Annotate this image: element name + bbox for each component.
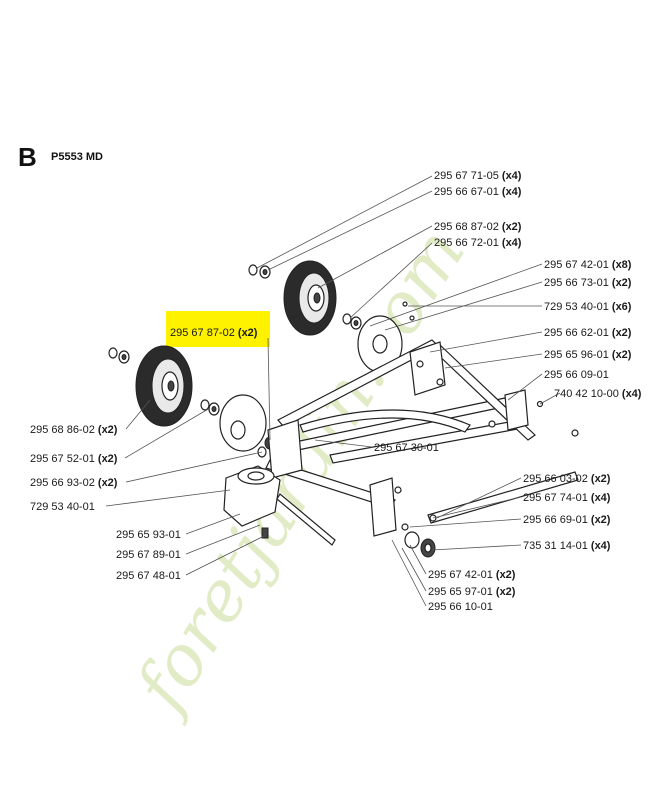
section-letter: B (18, 142, 37, 172)
part-label: 295 66 03-02 (x2) (523, 473, 611, 485)
leader-lines (105, 175, 561, 607)
part-label: 295 66 72-01 (x4) (434, 237, 522, 249)
part-label: 295 66 09-01 (544, 369, 609, 381)
front-wheel-nut-icon (108, 347, 130, 364)
part-label: 295 66 73-01 (x2) (544, 277, 632, 289)
part-label: 295 67 42-01 (x2) (428, 569, 516, 581)
parts-drawing (108, 260, 579, 558)
gearbox-icon (223, 465, 336, 546)
part-label: 295 68 86-02 (x2) (30, 424, 118, 436)
part-label: 295 65 96-01 (x2) (544, 349, 632, 361)
part-labels: 295 67 71-05 (x4) 295 66 67-01 (x4) 295 … (30, 170, 642, 613)
part-label: 295 67 30-01 (374, 442, 439, 454)
part-label: 295 66 69-01 (x2) (523, 514, 611, 526)
part-label: 295 65 93-01 (116, 529, 181, 541)
part-highlight (166, 311, 270, 347)
front-wheel-icon (135, 345, 193, 427)
rear-bushing-icon (342, 313, 362, 330)
part-label: 740 42 10-00 (x4) (554, 388, 642, 400)
part-label: 295 67 74-01 (x4) (523, 492, 611, 504)
part-label: 295 66 67-01 (x4) (434, 186, 522, 198)
front-bushing-icon (200, 399, 220, 416)
part-label: 729 53 40-01 (x6) (544, 301, 632, 313)
part-label: 295 67 52-01 (x2) (30, 453, 118, 465)
part-label: 295 67 71-05 (x4) (434, 170, 522, 182)
part-label: 295 65 97-01 (x2) (428, 586, 516, 598)
part-label: 729 53 40-01 (30, 501, 95, 513)
rear-wheel-nut-icon (248, 264, 271, 279)
height-bracket-icon (267, 341, 529, 537)
part-label: 295 66 62-01 (x2) (544, 327, 632, 339)
part-label: 295 68 87-02 (x2) (434, 221, 522, 233)
part-label: 295 66 93-02 (x2) (30, 477, 118, 489)
model-name: P5553 MD (51, 151, 103, 163)
rear-wheel-icon (283, 260, 337, 336)
part-label: 295 67 48-01 (116, 570, 181, 582)
part-label: 295 66 10-01 (428, 601, 493, 613)
part-label: 295 67 89-01 (116, 549, 181, 561)
drive-gear-icon (404, 531, 436, 558)
part-label-highlighted: 295 67 87-02 (x2) (170, 327, 258, 339)
part-label: 735 31 14-01 (x4) (523, 540, 611, 552)
part-label: 295 67 42-01 (x8) (544, 259, 632, 271)
front-wheel-cover-icon (219, 394, 267, 452)
